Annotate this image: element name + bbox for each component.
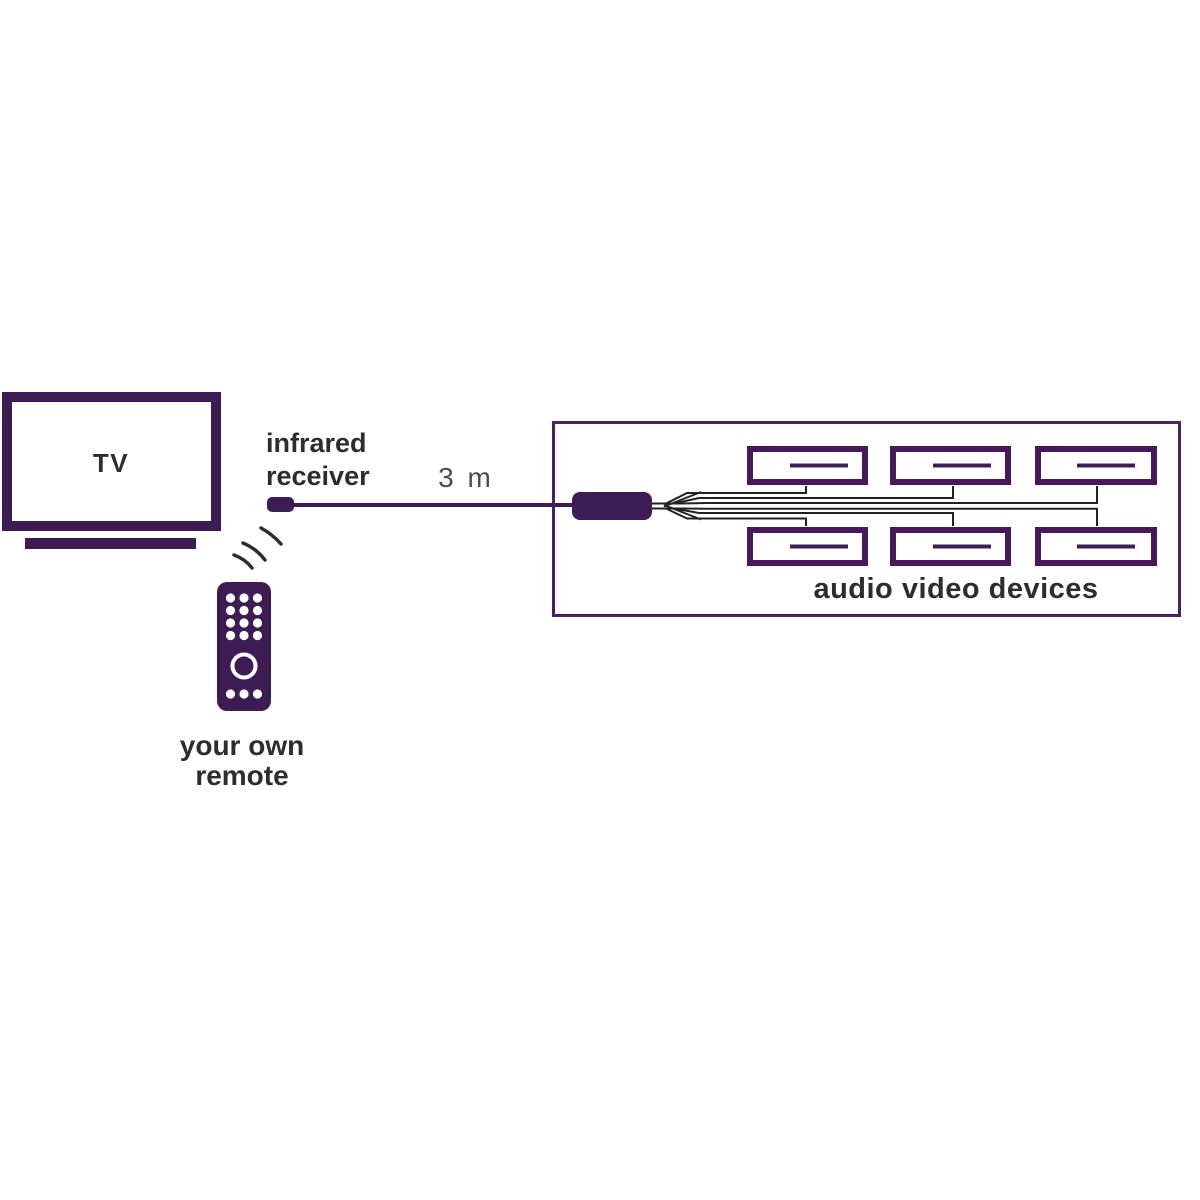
fanout-chevron-line	[663, 491, 702, 508]
infrared-receiver-label-line1: infrared	[266, 428, 367, 458]
remote-label-line1: your own	[180, 730, 304, 761]
tv-label: TV	[93, 448, 129, 478]
remote-bottom-buttons	[225, 689, 263, 699]
wave-arc-medium	[241, 541, 267, 562]
remote-button-dot	[225, 593, 236, 603]
remote-button-dot	[252, 593, 263, 603]
ir-signal-waves-icon	[232, 526, 283, 570]
remote-button-dot	[252, 618, 263, 628]
av-device-icon	[747, 527, 868, 566]
remote-button-dot	[252, 689, 263, 699]
av-device-icon	[890, 527, 1011, 566]
av-device-icon	[1035, 527, 1157, 566]
av-device-icon	[747, 446, 868, 485]
infrared-receiver-label-line2: receiver	[266, 461, 370, 491]
av-device-icon	[1035, 446, 1157, 485]
remote-icon	[217, 582, 271, 711]
emitter-cable-fanout	[652, 486, 1098, 526]
remote-label-line2: remote	[195, 760, 288, 791]
av-device-icon	[890, 446, 1011, 485]
tv-screen	[2, 392, 221, 531]
remote-button-dot	[239, 593, 249, 603]
wave-arc-small	[232, 553, 254, 570]
remote-button-grid	[225, 593, 263, 641]
remote-button-dot	[239, 689, 249, 699]
remote-button-dot	[225, 630, 236, 641]
remote-button-dot	[239, 630, 249, 641]
av-devices-label: audio video devices	[813, 573, 1098, 605]
remote-button-dot	[252, 605, 263, 616]
fanout-chevron-line	[663, 504, 702, 521]
remote-button-dot	[239, 618, 249, 628]
tv-icon: TV	[2, 392, 221, 549]
ir-emitter-block-icon	[572, 492, 652, 520]
infrared-receiver-label: infrared receiver	[266, 428, 370, 491]
remote-label: your own remote	[180, 730, 304, 791]
tv-stand	[25, 538, 196, 549]
emitter-cable	[652, 507, 807, 526]
remote-button-dot	[225, 689, 236, 699]
wave-arc-large	[259, 526, 283, 546]
av-device-grid	[747, 446, 1157, 566]
remote-ring-button	[230, 652, 258, 680]
cable-length-label: 3 m	[438, 462, 494, 493]
remote-button-dot	[225, 618, 236, 628]
ir-receiver-dongle-icon	[267, 497, 294, 512]
remote-button-dot	[239, 605, 249, 616]
remote-button-dot	[252, 630, 263, 641]
remote-button-dot	[225, 605, 236, 616]
